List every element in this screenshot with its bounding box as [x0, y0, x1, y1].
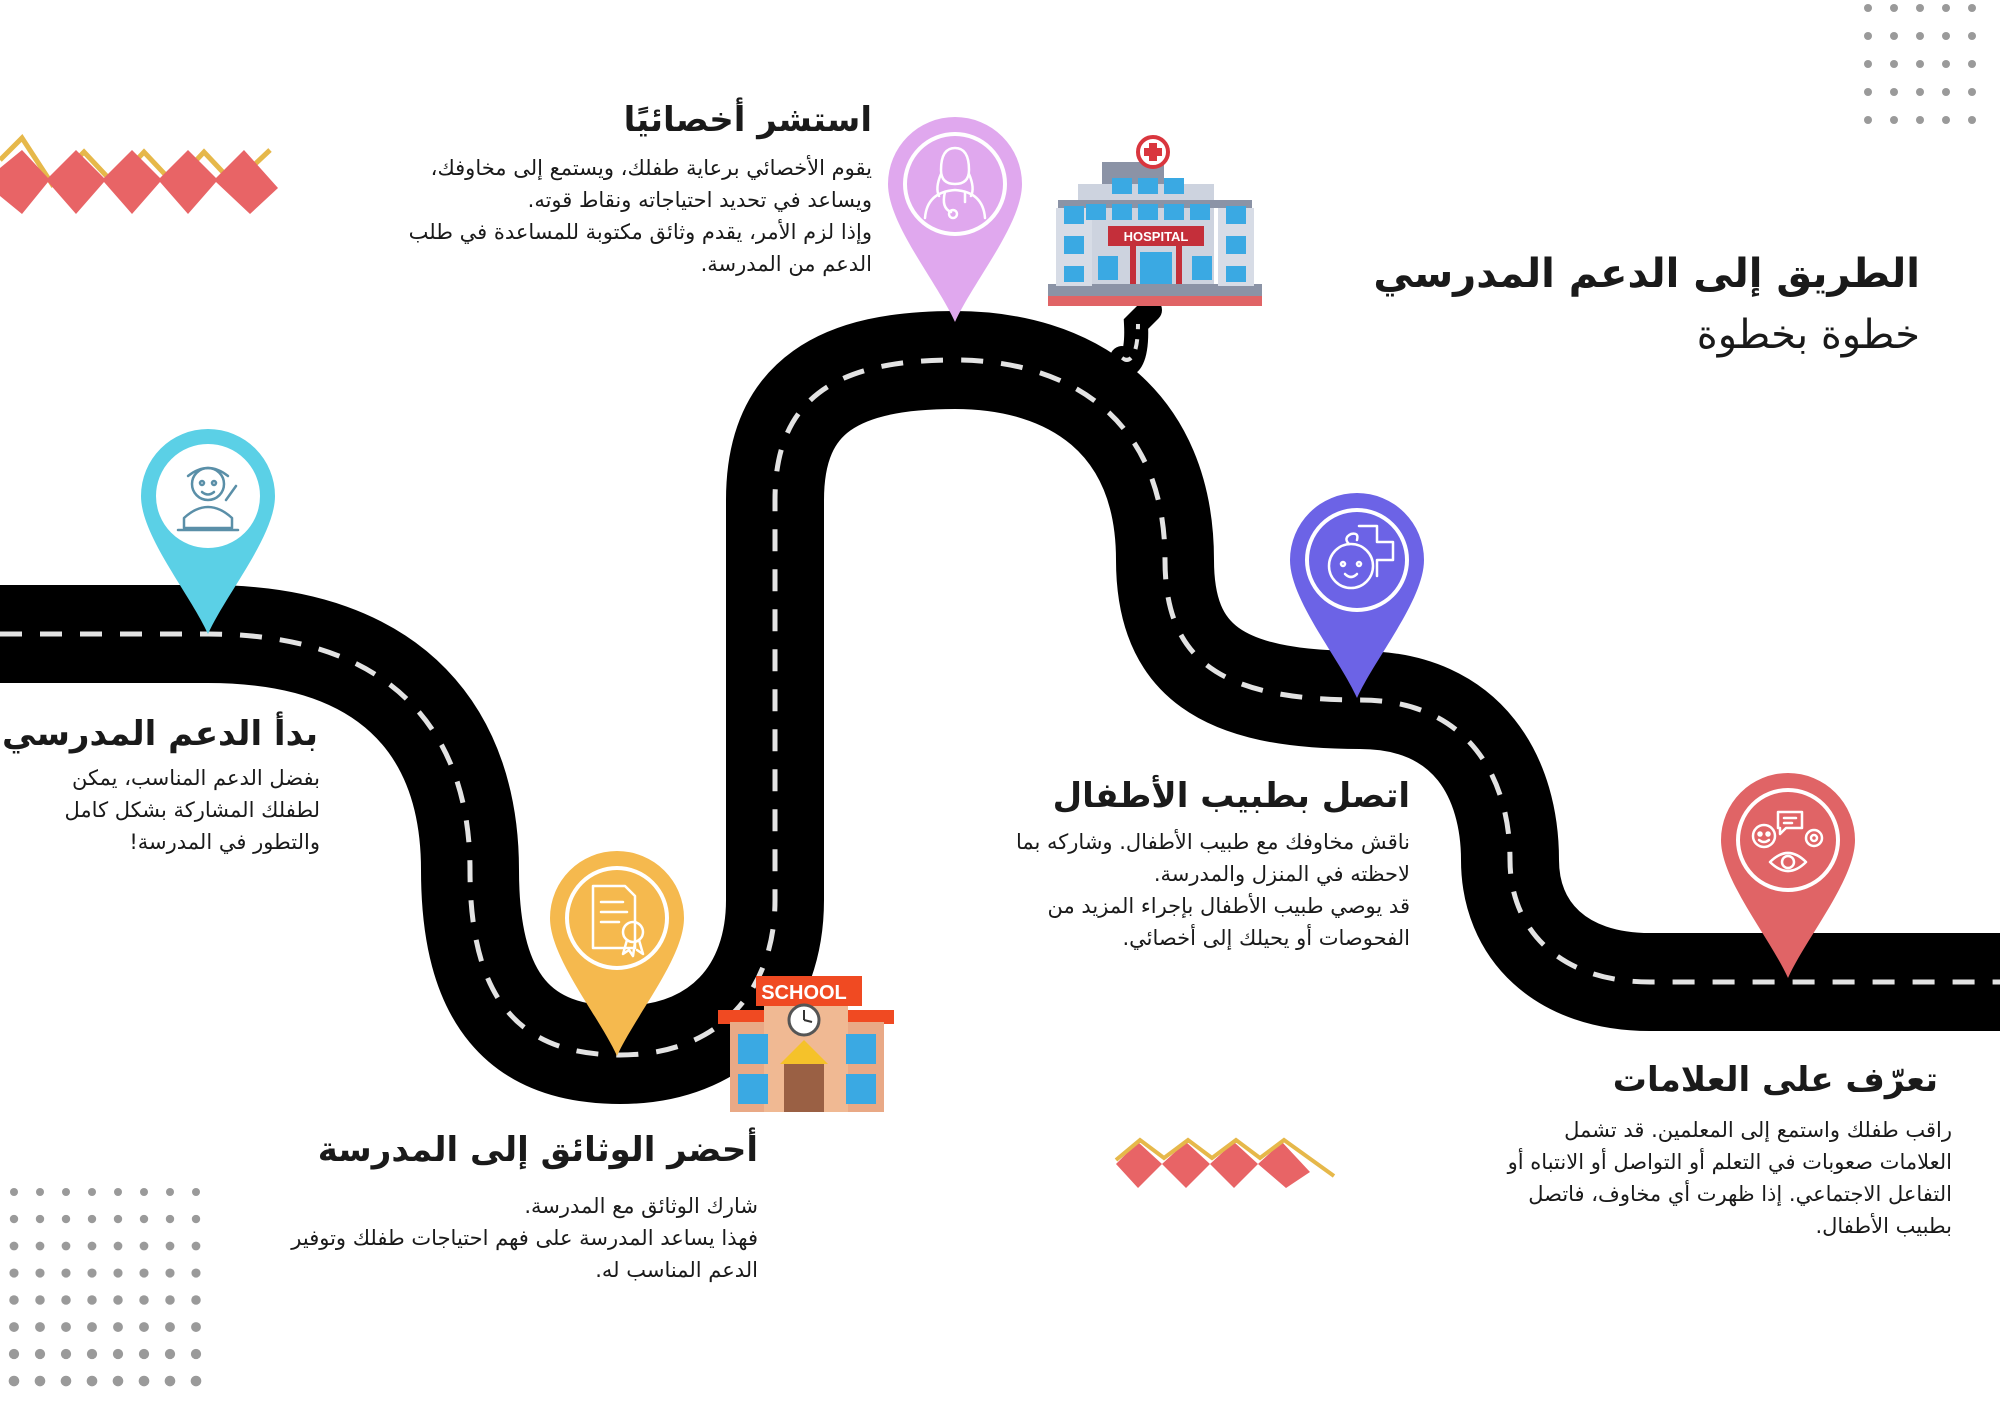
step-1-body: بفضل الدعم المناسب، يمكن لطفلك المشاركة …	[64, 766, 320, 854]
step-pins	[141, 117, 1855, 1056]
step-2-body: شارك الوثائق مع المدرسة. فهذا يساعد المد…	[291, 1194, 758, 1282]
zigzag-top-left	[0, 134, 278, 214]
doctor-icon	[923, 146, 987, 220]
winding-road	[0, 298, 2000, 1105]
hospital-building: HOSPITAL	[1048, 135, 1262, 306]
step-5-pin	[1721, 773, 1855, 978]
step-3-heading: استشر أخصائيًا	[623, 100, 872, 140]
baby-medical-icon	[1327, 524, 1395, 590]
hospital-sign-text: HOSPITAL	[1124, 229, 1189, 244]
step-3-body: يقوم الأخصائي برعاية طفلك، ويستمع إلى مخ…	[408, 156, 872, 276]
eye-signs-icon	[1751, 810, 1824, 873]
step-1-pin	[141, 428, 275, 634]
step-2-heading: أحضر الوثائق إلى المدرسة	[317, 1130, 758, 1170]
step-2-pin	[550, 851, 684, 1056]
step-4-heading: اتصل بطبيب الأطفال	[1052, 776, 1410, 816]
dot-grid-top-right	[1864, 4, 1976, 124]
step-5-heading: تعرّف على العلامات	[1612, 1060, 1938, 1100]
step-4-body: ناقش مخاوفك مع طبيب الأطفال. وشاركه بما …	[1015, 830, 1410, 950]
step-4-pin	[1290, 493, 1424, 698]
page-subtitle: خطوة بخطوة	[1696, 312, 1920, 358]
school-sign-text: SCHOOL	[761, 982, 847, 1004]
dot-grid-bottom-left	[8, 1188, 202, 1387]
step-5-body: راقب طفلك واستمع إلى المعلمين. قد تشمل ا…	[1507, 1118, 1952, 1238]
step-1-heading: بدأ الدعم المدرسي!	[0, 714, 318, 754]
zigzag-bottom-center	[1114, 1137, 1336, 1188]
document-certificate-icon	[591, 884, 645, 958]
step-3-pin	[888, 117, 1022, 322]
school-building: SCHOOL	[718, 976, 894, 1112]
page-title: الطريق إلى الدعم المدرسي	[1373, 251, 1920, 297]
child-icon	[176, 466, 240, 532]
